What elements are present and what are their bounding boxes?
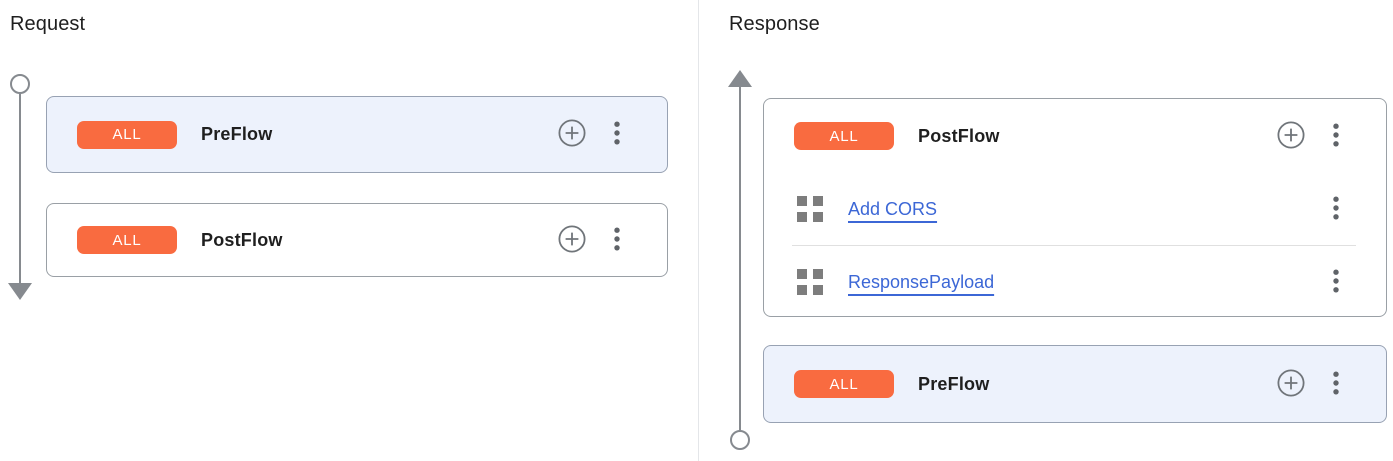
add-policy-button[interactable] xyxy=(1276,368,1306,401)
flow-header-row: ALL PreFlow xyxy=(764,346,1386,422)
policy-link-responsepayload[interactable]: ResponsePayload xyxy=(848,271,995,292)
flow-menu-button[interactable] xyxy=(1324,121,1348,151)
more-vert-icon xyxy=(1333,123,1339,150)
flow-header-row: ALL PreFlow xyxy=(47,97,667,172)
flow-card-response-preflow[interactable]: ALL PreFlow xyxy=(763,345,1387,423)
response-panel-title: Response xyxy=(729,13,820,35)
request-timeline-arrow-down-icon xyxy=(8,283,32,300)
plus-circle-icon xyxy=(557,224,587,257)
condition-badge: ALL xyxy=(794,122,894,150)
policy-menu-button[interactable] xyxy=(1324,194,1348,224)
more-vert-icon xyxy=(614,227,620,254)
policy-grid-icon xyxy=(796,268,824,296)
condition-badge: ALL xyxy=(77,226,177,254)
plus-circle-icon xyxy=(1276,368,1306,401)
more-vert-icon xyxy=(1333,371,1339,398)
request-timeline-start-circle xyxy=(10,74,30,94)
flow-name: PostFlow xyxy=(918,125,1000,146)
flow-name: PreFlow xyxy=(918,373,990,394)
policy-grid-icon xyxy=(796,195,824,223)
flow-name: PreFlow xyxy=(201,124,273,144)
flow-header-row: ALL PostFlow xyxy=(764,99,1386,173)
more-vert-icon xyxy=(614,121,620,148)
flow-card-response-postflow[interactable]: ALL PostFlow Add CORS xyxy=(763,98,1387,317)
request-timeline-line xyxy=(19,94,21,284)
policy-row: ResponsePayload xyxy=(764,246,1386,318)
policy-row-divider xyxy=(792,245,1356,246)
flow-card-request-postflow[interactable]: ALL PostFlow xyxy=(46,203,668,277)
add-policy-button[interactable] xyxy=(557,224,587,257)
plus-circle-icon xyxy=(557,118,587,151)
more-vert-icon xyxy=(1333,196,1339,223)
flow-menu-button[interactable] xyxy=(605,120,629,150)
flow-menu-button[interactable] xyxy=(1324,369,1348,399)
policy-row: Add CORS xyxy=(764,173,1386,245)
response-timeline-end-circle xyxy=(730,430,750,450)
plus-circle-icon xyxy=(1276,120,1306,153)
add-policy-button[interactable] xyxy=(557,118,587,151)
panel-divider xyxy=(698,0,699,461)
add-policy-button[interactable] xyxy=(1276,120,1306,153)
flow-header-row: ALL PostFlow xyxy=(47,204,667,276)
flow-menu-button[interactable] xyxy=(605,225,629,255)
policy-menu-button[interactable] xyxy=(1324,267,1348,297)
flow-name: PostFlow xyxy=(201,229,283,250)
flow-card-request-preflow[interactable]: ALL PreFlow xyxy=(46,96,668,173)
response-timeline-arrow-up-icon xyxy=(728,70,752,87)
response-timeline-line xyxy=(739,86,741,431)
request-panel-title: Request xyxy=(10,13,86,35)
more-vert-icon xyxy=(1333,269,1339,296)
condition-badge: ALL xyxy=(794,370,894,398)
condition-badge: ALL xyxy=(77,120,177,149)
policy-link-add-cors[interactable]: Add CORS xyxy=(848,198,938,219)
